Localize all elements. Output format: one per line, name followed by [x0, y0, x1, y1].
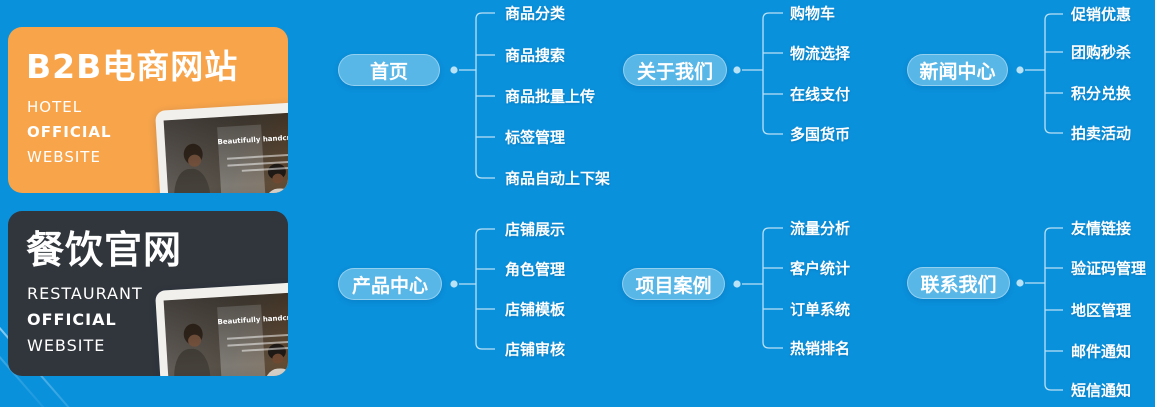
tree-leaf: 热销排名: [790, 339, 851, 358]
website-preview-thumbnail: Beautifully handcrafted templates for: [155, 278, 288, 376]
website-preview-thumbnail: Beautifully handcrafted templates for: [155, 98, 288, 193]
tree-leaf: 拍卖活动: [1071, 124, 1132, 143]
tree-leaf: 商品分类: [505, 4, 566, 23]
subtitle-line: WEBSITE: [27, 336, 106, 355]
preview-photo: Beautifully handcrafted templates for: [163, 288, 288, 376]
tree-leaf: 地区管理: [1071, 301, 1132, 320]
tree-leaf: 购物车: [790, 4, 836, 23]
tree-leaf: 客户统计: [790, 259, 851, 278]
tree-leaf: 订单系统: [790, 300, 851, 319]
tree-node-products: 产品中心: [338, 268, 442, 300]
tree-node-home: 首页: [338, 54, 440, 86]
tree-node-about: 关于我们: [623, 54, 727, 86]
tree-leaf: 促销优惠: [1071, 5, 1132, 24]
tree-leaf: 流量分析: [790, 219, 851, 238]
template-card-b2b-ecommerce[interactable]: B2B电商网站 HOTEL OFFICIAL WEBSITE Beautiful…: [8, 27, 288, 193]
template-card-restaurant[interactable]: 餐饮官网 RESTAURANT OFFICIAL WEBSITE Beautif…: [8, 211, 288, 376]
card-title: B2B电商网站: [26, 47, 239, 86]
tree-leaf: 商品批量上传: [505, 87, 596, 106]
tree-node-label: 项目案例: [635, 274, 712, 297]
tree-leaf: 积分兑换: [1071, 84, 1132, 103]
preview-photo: Beautifully handcrafted templates for: [163, 108, 288, 193]
tree-node-label: 首页: [369, 60, 408, 83]
card-subtitle: RESTAURANT OFFICIAL WEBSITE: [27, 281, 143, 359]
tree-leaf: 商品搜索: [505, 46, 566, 65]
tree-leaf: 在线支付: [790, 85, 851, 104]
tree-leaf: 短信通知: [1071, 381, 1132, 400]
tree-leaf: 店铺模板: [505, 300, 566, 319]
tree-node-label: 新闻中心: [919, 60, 996, 83]
tree-leaf: 邮件通知: [1071, 342, 1132, 361]
tree-node-label: 联系我们: [920, 273, 997, 296]
tree-leaf: 标签管理: [505, 128, 566, 147]
tree-leaf: 验证码管理: [1071, 259, 1147, 278]
subtitle-line: OFFICIAL: [27, 123, 112, 141]
tree-leaf: 角色管理: [505, 260, 566, 279]
tree-leaf: 多国货币: [790, 125, 851, 144]
subtitle-line: HOTEL: [27, 98, 83, 116]
subtitle-line: RESTAURANT: [27, 284, 143, 303]
tree-leaf: 物流选择: [790, 44, 851, 63]
tree-leaf: 友情链接: [1071, 219, 1132, 238]
tree-leaf: 商品自动上下架: [505, 169, 611, 188]
tree-node-news: 新闻中心: [907, 54, 1008, 86]
subtitle-line: WEBSITE: [27, 148, 101, 166]
card-subtitle: HOTEL OFFICIAL WEBSITE: [27, 95, 112, 170]
tree-leaf: 店铺审核: [505, 340, 566, 359]
tree-node-label: 产品中心: [351, 274, 428, 297]
tree-leaf: 团购秒杀: [1071, 43, 1132, 62]
tree-node-label: 关于我们: [636, 60, 713, 83]
tree-node-contact: 联系我们: [907, 267, 1010, 299]
tree-leaf: 店铺展示: [505, 220, 566, 239]
card-title: 餐饮官网: [26, 228, 183, 272]
tree-node-cases: 项目案例: [622, 268, 725, 300]
subtitle-line: OFFICIAL: [27, 310, 117, 329]
